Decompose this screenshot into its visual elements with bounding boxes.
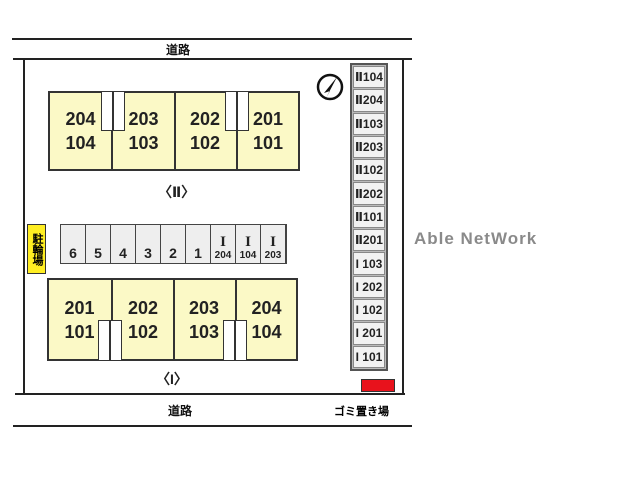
parking-space: Ⅱ104	[353, 66, 385, 89]
parking-space: Ⅱ202	[353, 182, 385, 205]
garbage-area-label: ゴミ置き場	[334, 406, 389, 418]
parking-space: Ⅱ201	[353, 229, 385, 252]
unit-number: 204	[65, 109, 96, 129]
parking-space: I 102	[353, 298, 385, 322]
space-label: 5	[94, 245, 102, 261]
space-label: 6	[69, 245, 77, 261]
parking-space: 2	[161, 225, 186, 263]
building-numeral: I	[220, 234, 226, 250]
space-label: 2	[169, 245, 177, 261]
site-boundary-right	[402, 58, 404, 395]
space-label: 203	[264, 250, 282, 261]
site-boundary-bottom	[15, 393, 405, 395]
unit-number: 104	[65, 133, 96, 153]
space-label: 3	[144, 245, 152, 261]
parking-space: I 103	[353, 252, 385, 275]
unit-number: 203	[188, 297, 220, 318]
space-label: 104	[239, 250, 257, 261]
space-label: 4	[119, 245, 127, 261]
parking-space: Ⅱ101	[353, 205, 385, 229]
unit-number: 203	[128, 109, 159, 129]
stairwell	[101, 91, 125, 131]
site-boundary-top	[13, 58, 412, 60]
unit-number: 201	[252, 109, 284, 129]
unit-number: 201	[64, 297, 95, 318]
stairwell	[225, 91, 249, 131]
unit-number: 102	[127, 321, 159, 342]
watermark: Able NetWork	[414, 229, 538, 248]
parking-space: I 101	[353, 345, 385, 368]
unit-number: 202	[127, 297, 159, 318]
building-2-label: 〈Ⅱ〉	[158, 184, 196, 200]
road-label-bottom: 道路	[168, 404, 193, 418]
parking-space: 5	[86, 225, 111, 263]
unit-number: 104	[251, 321, 282, 342]
building-1-label: 〈I〉	[156, 371, 188, 387]
unit-number: 103	[128, 133, 159, 153]
parking-space: 4	[111, 225, 136, 263]
stairwell	[223, 320, 247, 361]
stairwell	[98, 320, 122, 361]
road-edge-bottom	[13, 425, 412, 427]
unit-number: 102	[189, 133, 221, 153]
space-label: 1	[194, 245, 202, 261]
unit-number: 101	[64, 321, 95, 342]
parking-space: Ⅱ203	[353, 135, 385, 159]
compass-north-icon	[316, 73, 344, 101]
parking-space: Ⅱ204	[353, 89, 385, 112]
road-edge-top	[12, 38, 412, 40]
bike-parking-label: 駐輪場	[27, 224, 46, 274]
parking-space: 6	[61, 225, 86, 263]
parking-space: Ⅱ103	[353, 112, 385, 135]
parking-space: 3	[136, 225, 161, 263]
building-numeral: I	[270, 234, 276, 250]
road-label-top: 道路	[166, 43, 191, 57]
site-boundary-left	[23, 58, 25, 395]
unit-number: 202	[189, 109, 221, 129]
building-numeral: I	[245, 234, 251, 250]
parking-space: I 201	[353, 322, 385, 345]
parking-space: I 202	[353, 275, 385, 298]
unit-number: 204	[251, 297, 282, 318]
space-label: 204	[214, 250, 232, 261]
garbage-area-marker	[361, 379, 395, 392]
parking-space: Ⅱ102	[353, 159, 385, 182]
unit-number: 101	[252, 133, 284, 153]
unit-number: 103	[188, 321, 220, 342]
parking-space: 1	[186, 225, 211, 263]
